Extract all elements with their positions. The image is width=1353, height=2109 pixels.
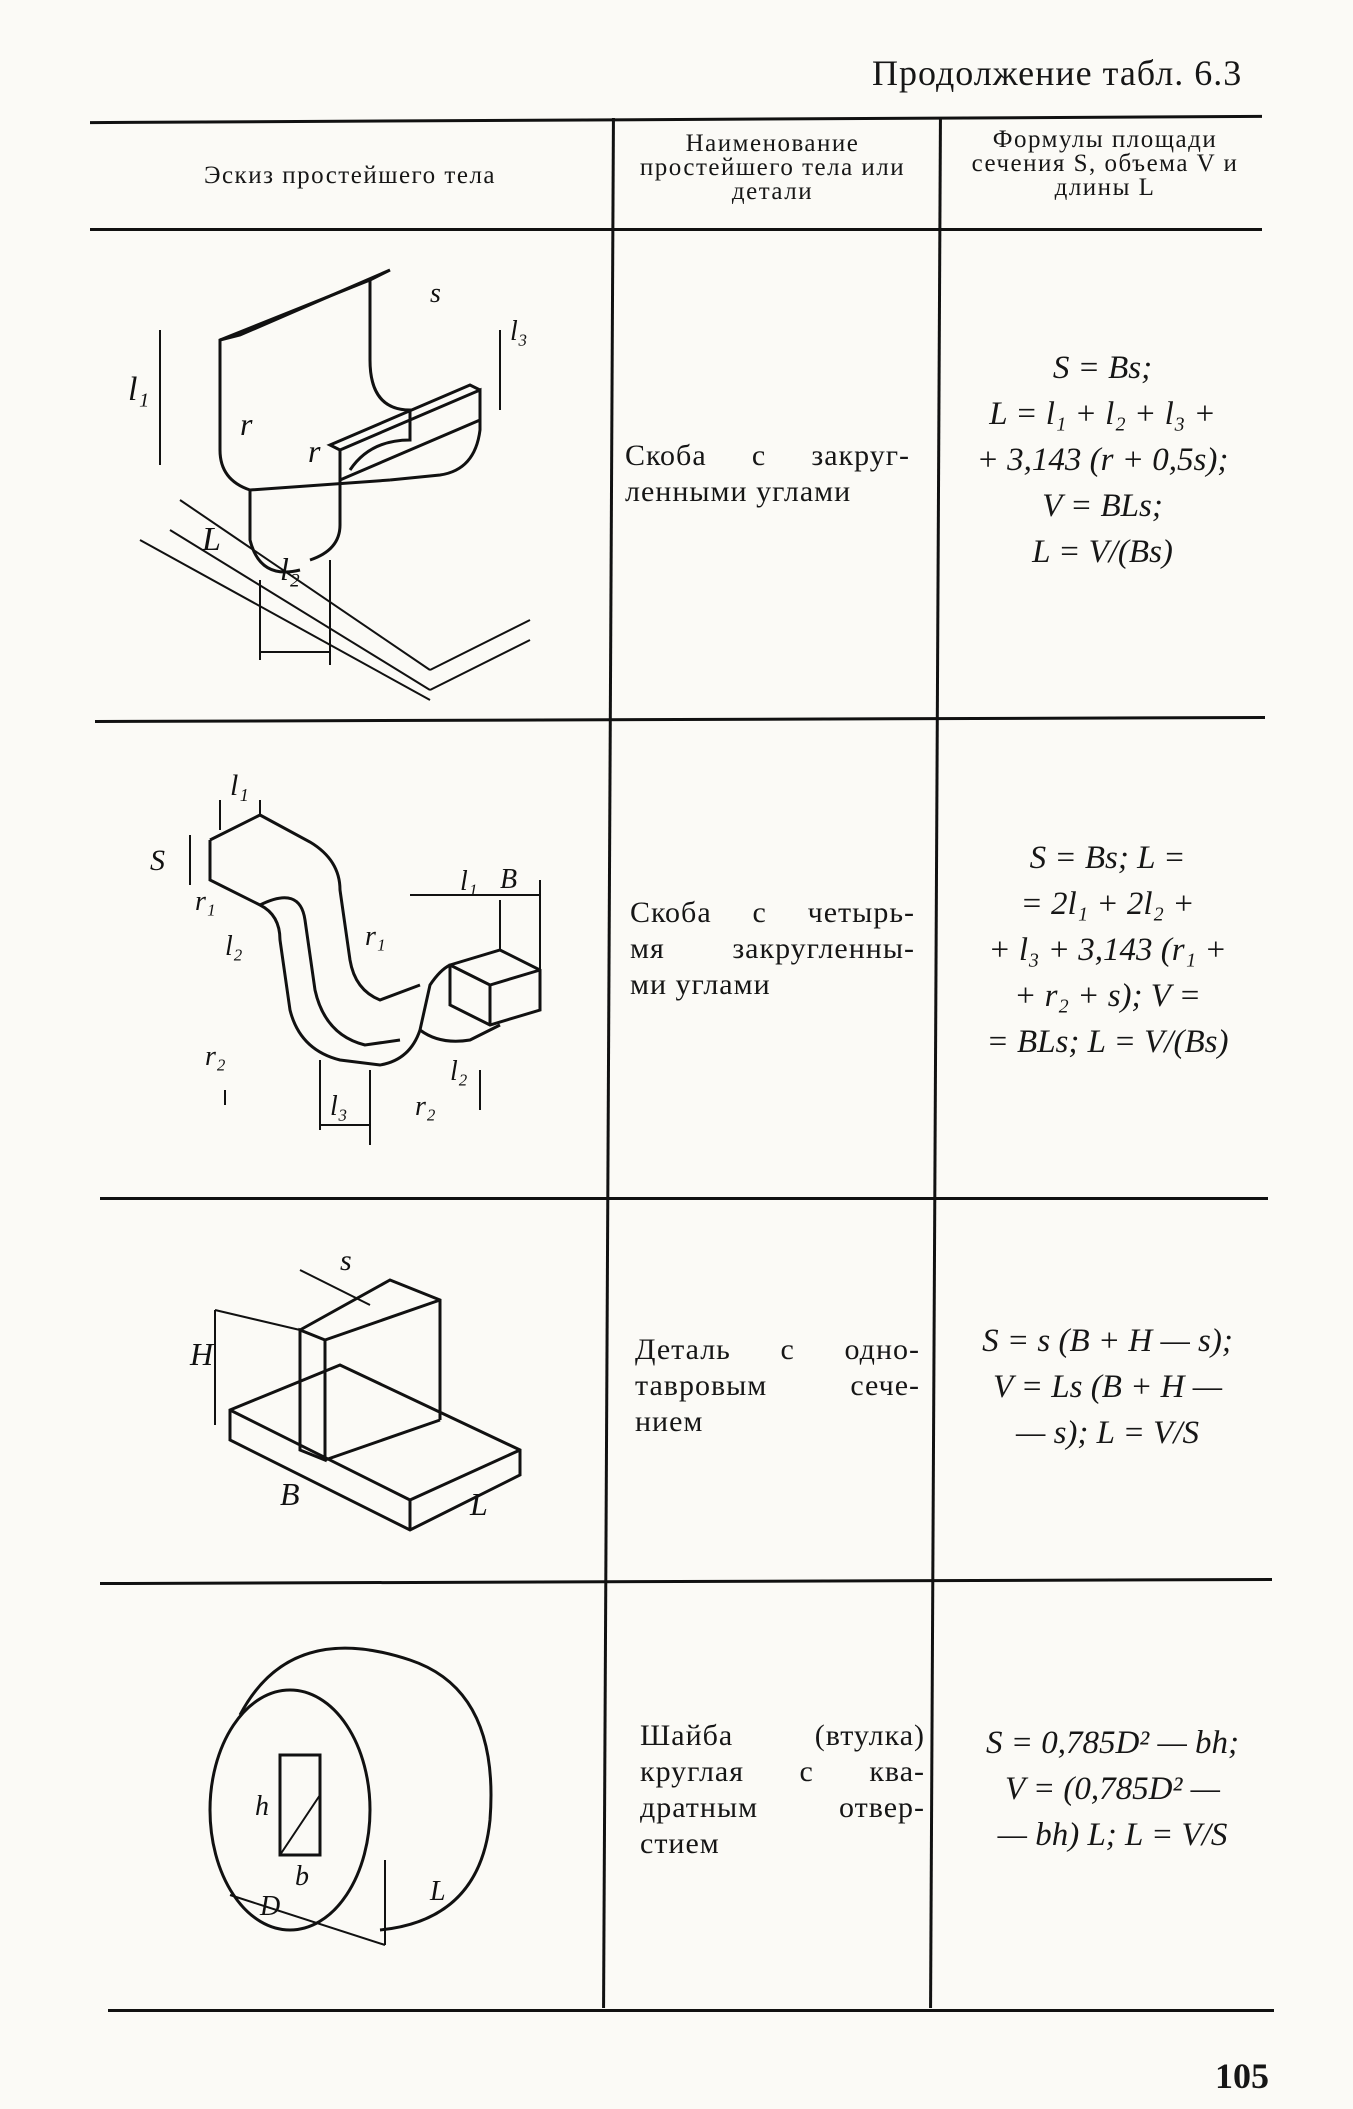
sketch-label: l₂ bbox=[225, 931, 243, 962]
header-bottom-rule bbox=[90, 228, 1262, 231]
sketch-t-section-part: s H B L bbox=[180, 1240, 540, 1545]
sketch-label: r bbox=[308, 433, 321, 469]
sketch-label: B bbox=[500, 864, 517, 895]
column-header-formulas: Формулы площади сечения S, объема V и дл… bbox=[971, 126, 1239, 201]
row4-formulas: S = 0,785D² — bh; V = (0,785D² — — bh) L… bbox=[985, 1725, 1240, 1853]
sketch-label: r bbox=[240, 406, 253, 442]
bracket-back-edge bbox=[218, 277, 412, 471]
sketch-label: s bbox=[340, 1244, 352, 1277]
sketch-bracket-four-rounded-corners: l₁ S r₁ l₂ r₁ l₁ B r₂ l₃ r₂ l₂ bbox=[150, 769, 570, 1175]
sketch-label: r₁ bbox=[195, 886, 216, 917]
page-number: 105 bbox=[1215, 2056, 1269, 2096]
table-top-rule bbox=[90, 114, 1262, 125]
sketch-label: H bbox=[189, 1336, 215, 1372]
sketch-label: r₂ bbox=[415, 1091, 436, 1122]
sketch-label: r₁ bbox=[365, 921, 386, 952]
sketch-label: l₁ bbox=[128, 371, 149, 408]
row2-name: Скоба с четырь- мя закругленны- ми углам… bbox=[630, 896, 915, 1001]
sketch-label: L bbox=[469, 1486, 488, 1522]
sketch-label: l₃ bbox=[510, 316, 528, 347]
sketch-label: s bbox=[430, 278, 441, 309]
sketch-label: D bbox=[259, 1891, 280, 1922]
row3-formulas: S = s (B + H — s); V = Ls (B + H — — s);… bbox=[982, 1323, 1233, 1451]
sketch-label: l₁ bbox=[230, 769, 249, 802]
sketch-label: l₂ bbox=[450, 1056, 468, 1087]
row2-bottom-rule bbox=[100, 1197, 1268, 1200]
col-divider-1 bbox=[602, 118, 615, 2008]
sketch-label: l₃ bbox=[330, 1091, 348, 1122]
sketch-bracket-rounded-corners: l₁ r r s l₃ L l₂ bbox=[128, 268, 590, 701]
row2-formulas: S = Bs; L = = 2l₁ + 2l₂ + + l₃ + 3,143 (… bbox=[986, 840, 1229, 1060]
sketch-label: h bbox=[255, 1791, 269, 1822]
row3-name: Деталь с одно- тавровым сече- нием bbox=[635, 1333, 920, 1438]
table-bottom-rule bbox=[108, 2009, 1274, 2012]
sketch-label: r₂ bbox=[205, 1041, 226, 1072]
row3-bottom-rule bbox=[99, 1577, 1273, 1586]
column-header-name: Наименование простейшего тела или детали bbox=[639, 130, 906, 205]
sketch-label: B bbox=[280, 1476, 300, 1512]
sketch-washer-square-hole: h b D L bbox=[200, 1640, 520, 1985]
row4-name: Шайба (втулка) круглая с ква- дратным от… bbox=[640, 1719, 925, 1860]
row1-bottom-rule bbox=[94, 715, 1266, 724]
sketch-label: l₂ bbox=[280, 551, 300, 587]
sketch-label: S bbox=[150, 844, 165, 877]
sketch-label: b bbox=[295, 1861, 309, 1892]
sketch-label: l₁ bbox=[460, 866, 478, 897]
row1-name: Скоба с закруг- ленными углами bbox=[625, 439, 910, 508]
table-continuation-title: Продолжение табл. 6.3 bbox=[872, 53, 1243, 93]
sketch-label: L bbox=[429, 1876, 446, 1907]
sketch-label: L bbox=[201, 521, 221, 558]
row1-formulas: S = Bs; L = l₁ + l₂ + l₃ + + 3,143 (r + … bbox=[976, 350, 1229, 570]
column-header-sketch: Эскиз простейшего тела bbox=[203, 162, 497, 189]
